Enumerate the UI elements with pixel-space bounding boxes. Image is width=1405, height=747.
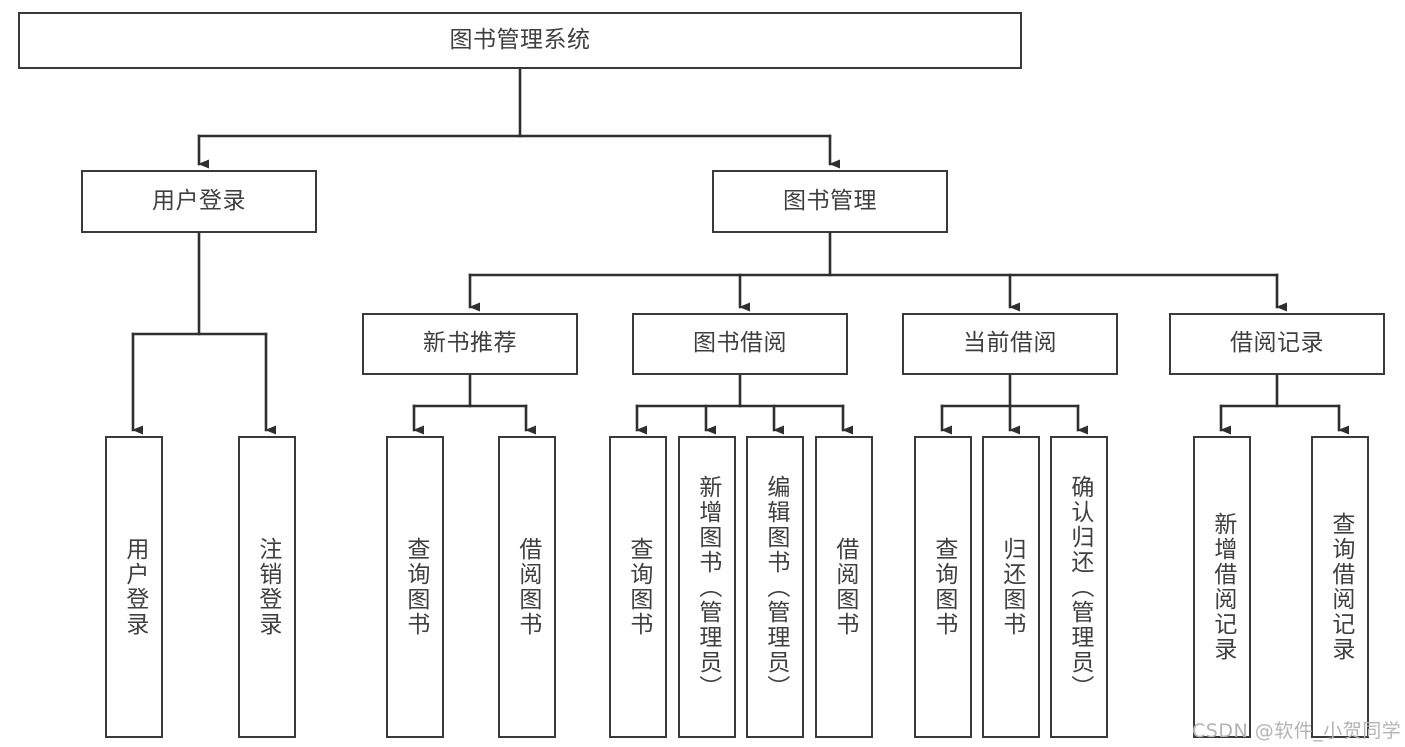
leaf-borrow-book-2-label: 借阅图书 <box>831 537 858 637</box>
node-book-management-label: 图书管理 <box>783 187 877 214</box>
node-borrow-record[interactable]: 借阅记录 <box>1169 313 1385 375</box>
leaf-add-borrow-record-label: 新增借阅记录 <box>1209 512 1236 662</box>
node-user-login-label: 用户登录 <box>152 187 246 214</box>
leaf-user-login[interactable]: 用户登录 <box>105 436 163 738</box>
leaf-query-book-2[interactable]: 查询图书 <box>609 436 667 738</box>
leaf-user-logout-label: 注销登录 <box>254 537 281 637</box>
node-root[interactable]: 图书管理系统 <box>18 12 1022 69</box>
leaf-edit-book-label: 编辑图书（管理员） <box>762 474 789 700</box>
leaf-query-book-2-label: 查询图书 <box>625 537 652 637</box>
node-book-management[interactable]: 图书管理 <box>712 170 948 233</box>
leaf-query-book-1-label: 查询图书 <box>402 537 429 637</box>
node-book-borrow-label: 图书借阅 <box>693 330 787 357</box>
leaf-borrow-book-2[interactable]: 借阅图书 <box>815 436 873 738</box>
leaf-query-book-3-label: 查询图书 <box>930 537 957 637</box>
leaf-confirm-return-label: 确认归还（管理员） <box>1066 474 1093 700</box>
leaf-add-borrow-record[interactable]: 新增借阅记录 <box>1193 436 1251 738</box>
node-borrow-record-label: 借阅记录 <box>1230 330 1324 357</box>
leaf-return-book[interactable]: 归还图书 <box>982 436 1040 738</box>
leaf-query-borrow-record-label: 查询借阅记录 <box>1327 512 1354 662</box>
leaf-borrow-book-1-label: 借阅图书 <box>514 537 541 637</box>
leaf-query-borrow-record[interactable]: 查询借阅记录 <box>1311 436 1369 738</box>
leaf-add-book-label: 新增图书（管理员） <box>694 474 721 700</box>
node-current-borrow[interactable]: 当前借阅 <box>902 313 1118 375</box>
leaf-edit-book[interactable]: 编辑图书（管理员） <box>746 436 804 738</box>
node-root-label: 图书管理系统 <box>449 26 591 53</box>
leaf-borrow-book-1[interactable]: 借阅图书 <box>498 436 556 738</box>
node-user-login[interactable]: 用户登录 <box>81 170 317 233</box>
node-current-borrow-label: 当前借阅 <box>963 330 1057 357</box>
leaf-add-book[interactable]: 新增图书（管理员） <box>678 436 736 738</box>
node-new-book-recommend[interactable]: 新书推荐 <box>362 313 578 375</box>
node-new-book-recommend-label: 新书推荐 <box>423 330 517 357</box>
leaf-confirm-return[interactable]: 确认归还（管理员） <box>1050 436 1108 738</box>
leaf-user-logout[interactable]: 注销登录 <box>238 436 296 738</box>
leaf-query-book-3[interactable]: 查询图书 <box>914 436 972 738</box>
csdn-watermark: CSDN @软件_小贺同学 <box>1192 720 1402 742</box>
leaf-return-book-label: 归还图书 <box>998 537 1025 637</box>
leaf-user-login-label: 用户登录 <box>121 537 148 637</box>
node-book-borrow[interactable]: 图书借阅 <box>632 313 848 375</box>
leaf-query-book-1[interactable]: 查询图书 <box>386 436 444 738</box>
